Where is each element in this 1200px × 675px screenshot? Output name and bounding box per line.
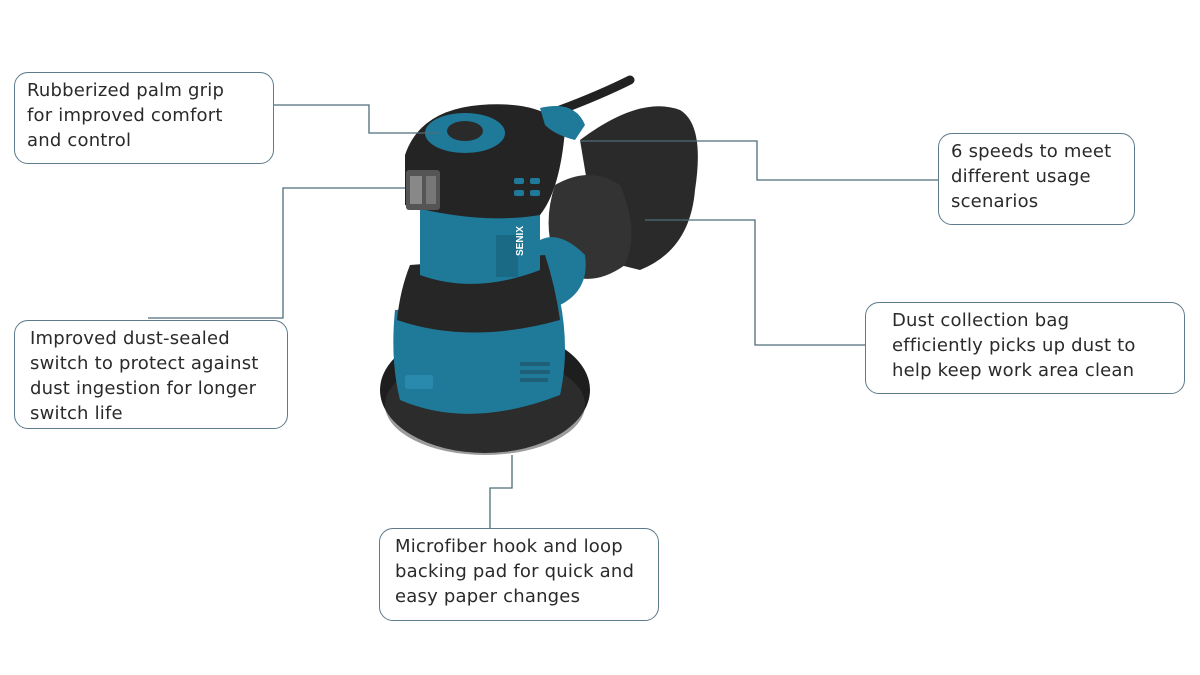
callout-text: Rubberized palm grip for improved comfor… bbox=[27, 80, 225, 151]
callout-text: 6 speeds to meet different usage scenari… bbox=[951, 141, 1112, 212]
sander-illustration: SENIX bbox=[380, 75, 698, 455]
callout-text: Microfiber hook and loop backing pad for… bbox=[395, 536, 635, 607]
callout-switch: Improved dust-sealed switch to protect a… bbox=[14, 320, 288, 429]
leader-lines bbox=[148, 104, 938, 528]
callout-speeds: 6 speeds to meet different usage scenari… bbox=[938, 133, 1135, 225]
brand-logo: SENIX bbox=[515, 226, 526, 256]
callout-backing-pad: Microfiber hook and loop backing pad for… bbox=[379, 528, 659, 621]
callout-text: Improved dust-sealed switch to protect a… bbox=[30, 328, 259, 424]
callout-text: Dust collection bag efficiently picks up… bbox=[892, 310, 1136, 381]
callout-dust-bag: Dust collection bag efficiently picks up… bbox=[865, 302, 1185, 394]
callout-palm-grip: Rubberized palm grip for improved comfor… bbox=[14, 72, 274, 164]
